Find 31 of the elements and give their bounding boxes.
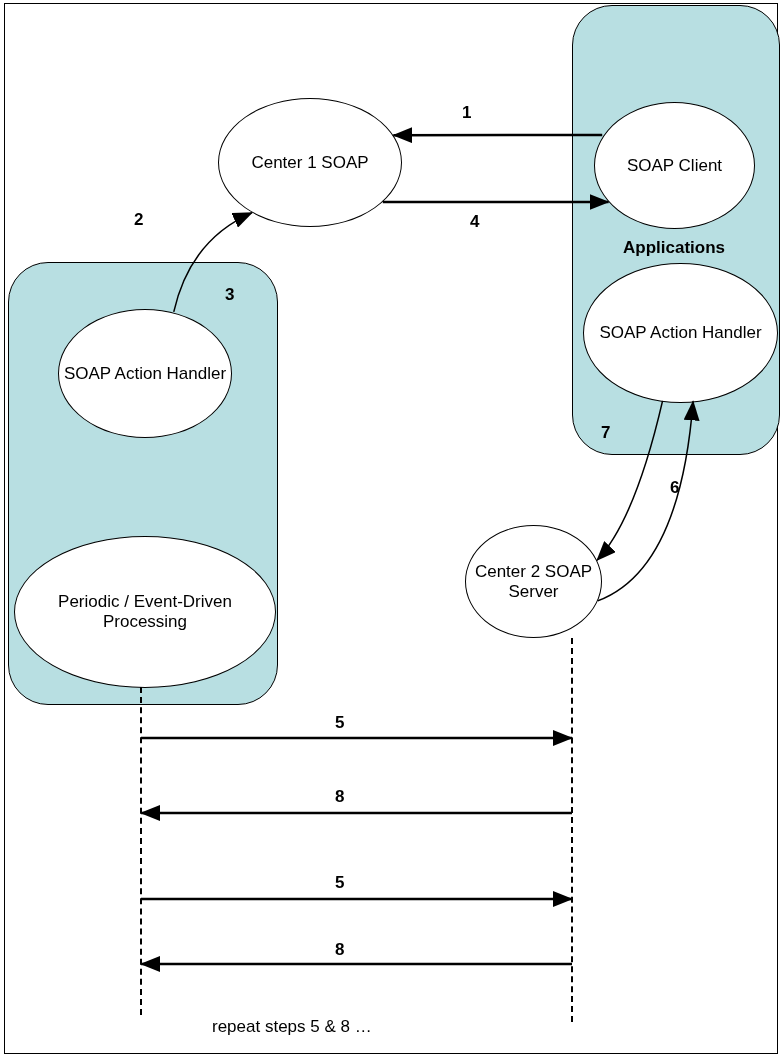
node-label: Periodic / Event-Driven Processing bbox=[57, 592, 233, 632]
arrow bbox=[596, 400, 664, 562]
step-number: 7 bbox=[601, 423, 611, 443]
step-number: 3 bbox=[225, 285, 235, 305]
arrow bbox=[141, 891, 573, 907]
node-label: SOAP Action Handler bbox=[599, 323, 762, 343]
arrow bbox=[392, 127, 603, 144]
step-number: 8 bbox=[335, 940, 345, 960]
arrow bbox=[140, 805, 572, 821]
node-label: SOAP Action Handler bbox=[63, 363, 227, 384]
step-number: 1 bbox=[462, 103, 472, 123]
step-number: 6 bbox=[670, 478, 680, 498]
node-label: Center 2 SOAP Server bbox=[473, 561, 594, 602]
panel-heading: Applications bbox=[623, 238, 725, 258]
arrow bbox=[597, 400, 700, 602]
step-number: 2 bbox=[134, 210, 144, 230]
application-panel bbox=[8, 262, 278, 705]
step-number: 8 bbox=[335, 787, 345, 807]
step-number: 5 bbox=[335, 713, 345, 733]
node-label: SOAP Client bbox=[626, 155, 723, 176]
arrow bbox=[141, 730, 573, 746]
arrow bbox=[382, 194, 610, 210]
step-number: 5 bbox=[335, 873, 345, 893]
node-label: Center 1 SOAP bbox=[251, 152, 369, 173]
arrow bbox=[173, 211, 253, 313]
lifeline bbox=[140, 687, 142, 1015]
step-number: 4 bbox=[470, 212, 480, 232]
application-panel bbox=[572, 5, 780, 455]
arrow bbox=[140, 956, 572, 972]
note-text: repeat steps 5 & 8 … bbox=[212, 1017, 372, 1037]
lifeline bbox=[571, 638, 573, 1022]
